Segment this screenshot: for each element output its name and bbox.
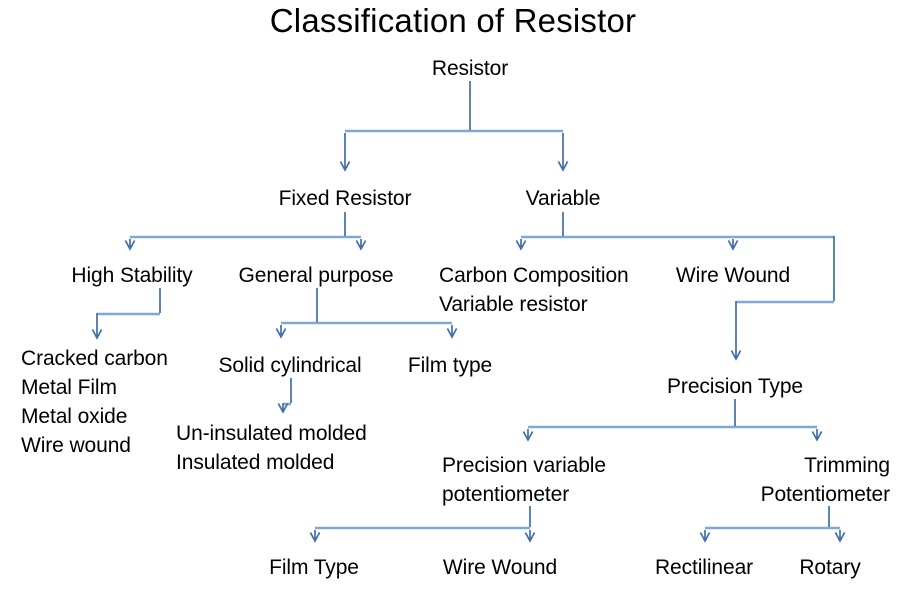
arrow-solid-cylindrical-icon	[275, 328, 287, 339]
node-carbon-composition-variable-resistor: Carbon Composition Variable resistor	[439, 264, 629, 316]
arrow-film-type-general-icon	[446, 328, 458, 339]
node-precision-type: Precision Type	[667, 375, 803, 398]
node-variable: Variable	[525, 187, 601, 210]
node-resistor: Resistor	[431, 57, 509, 80]
horizontal-connectors	[97, 129, 840, 530]
node-rotary: Rotary	[799, 556, 861, 579]
node-film-type-precision: Film Type	[269, 556, 359, 579]
arrow-fixed-resistor-icon	[339, 161, 351, 172]
node-high-stability: High Stability	[71, 264, 193, 287]
node-wire-wound-variable: Wire Wound	[675, 264, 791, 287]
arrow-general-purpose-icon	[355, 240, 367, 251]
arrow-wire-wound-precision-icon	[524, 532, 536, 543]
arrow-rectilinear-icon	[699, 532, 711, 543]
node-molded-types: Un-insulated molded Insulated molded	[176, 422, 367, 474]
node-film-type-general: Film type	[407, 354, 493, 377]
node-general-purpose: General purpose	[238, 264, 394, 287]
arrow-high-stability-types-icon	[91, 329, 103, 340]
node-wire-wound-precision: Wire Wound	[442, 556, 558, 579]
node-high-stability-types: Cracked carbon Metal Film Metal oxide Wi…	[21, 347, 168, 457]
arrow-high-stability-icon	[124, 240, 136, 251]
arrow-molded-types-icon	[277, 403, 289, 414]
node-precision-variable-potentiometer: Precision variable potentiometer	[442, 454, 606, 506]
arrow-precision-variable-icon	[522, 431, 534, 442]
arrow-carbon-composition-icon	[515, 240, 527, 251]
arrow-film-type-precision-icon	[309, 532, 321, 543]
arrowheads	[91, 161, 846, 543]
arrow-rotary-icon	[834, 532, 846, 543]
node-fixed-resistor: Fixed Resistor	[278, 187, 412, 210]
page-title: Classification of Resistor	[269, 2, 637, 39]
node-trimming-potentiometer: Trimming Potentiometer	[760, 454, 891, 506]
arrow-variable-icon	[557, 161, 569, 172]
arrow-trimming-icon	[811, 431, 823, 442]
node-solid-cylindrical: Solid cylindrical	[218, 354, 362, 377]
arrow-precision-type-icon	[730, 350, 742, 361]
vertical-connectors	[96, 81, 841, 541]
arrow-wire-wound-variable-icon	[727, 240, 739, 251]
node-rectilinear: Rectilinear	[654, 556, 754, 579]
